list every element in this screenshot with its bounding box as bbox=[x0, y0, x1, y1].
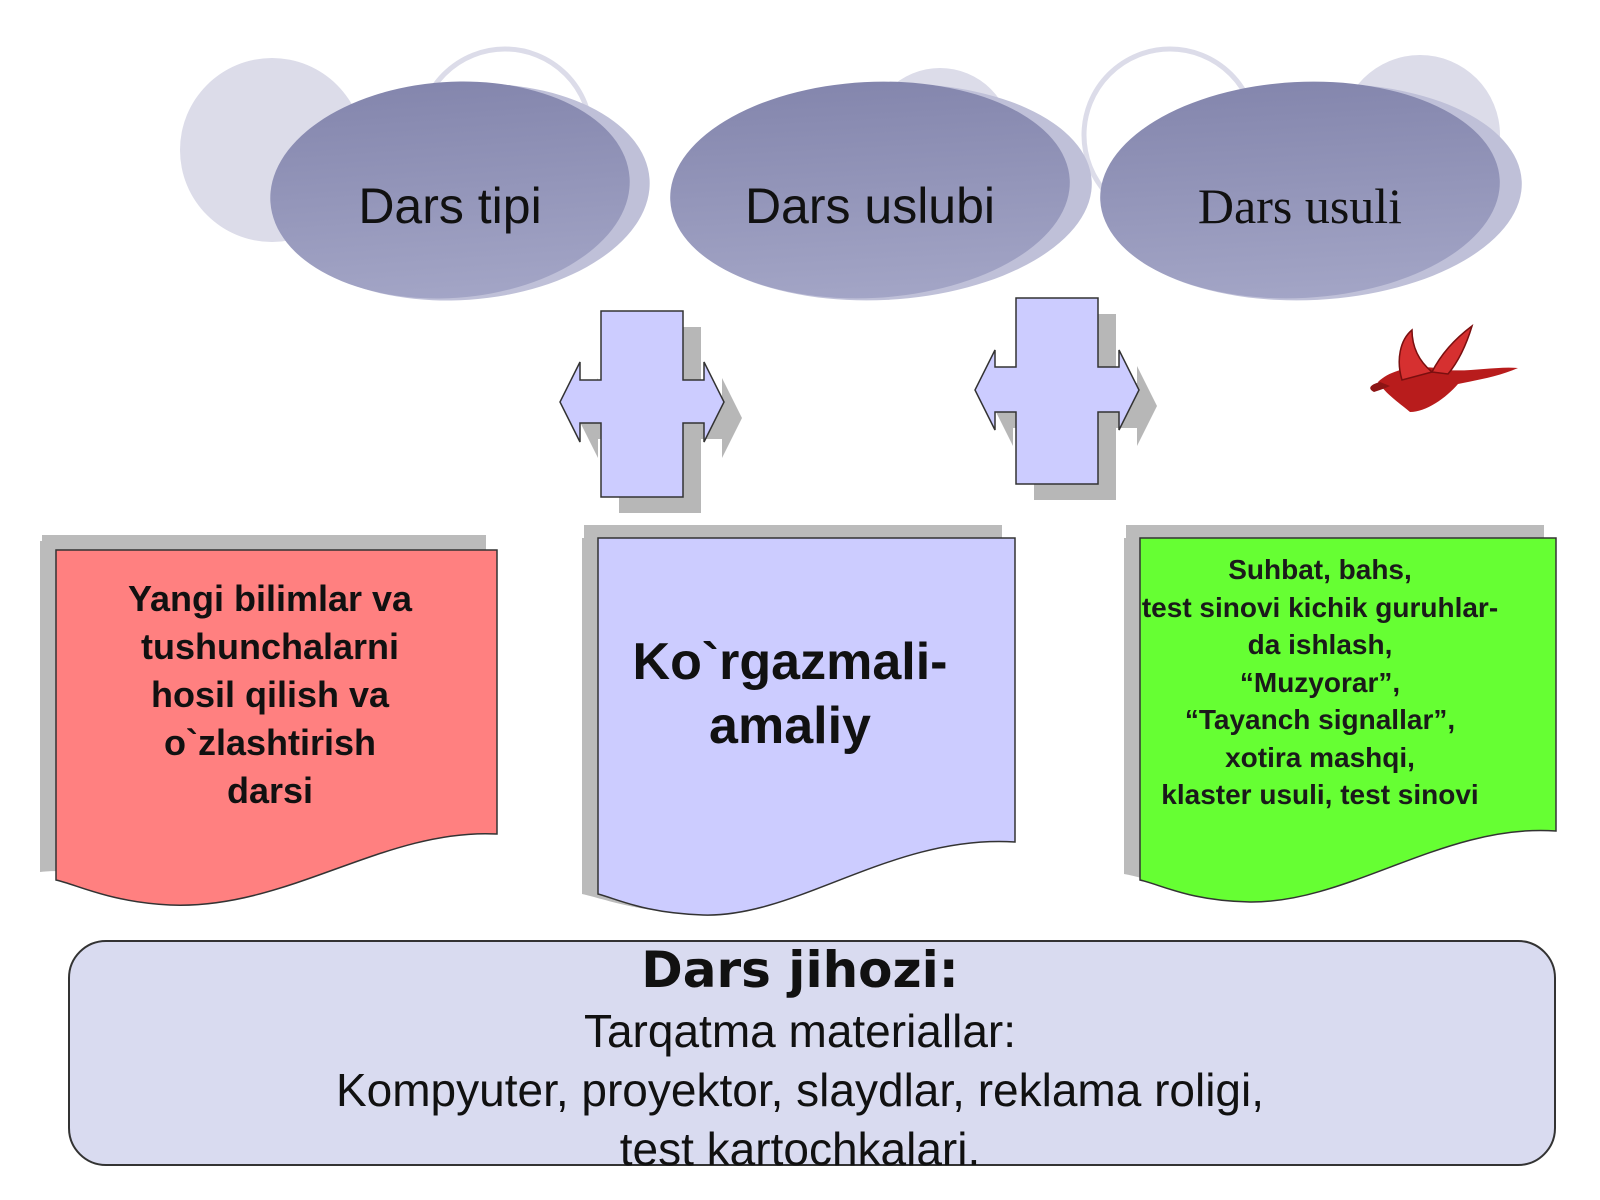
oval-dars-usuli bbox=[1100, 81, 1522, 301]
equipment-box bbox=[68, 940, 1556, 1166]
equipment-title: Dars jihozi: bbox=[641, 941, 959, 999]
lesson-type-text: Yangi bilimlar va tushunchalarni hosil q… bbox=[60, 575, 480, 815]
lesson-type-line: darsi bbox=[226, 770, 314, 811]
lesson-method-line: test sinovi kichik guruhlar- bbox=[1141, 591, 1499, 623]
document-shape-middle bbox=[582, 525, 1016, 916]
lesson-style-line: Ko`rgazmali- bbox=[632, 633, 948, 691]
lesson-type-line: Yangi bilimlar va bbox=[127, 578, 413, 619]
cross-arrow-icon bbox=[559, 310, 742, 513]
document-shape-right bbox=[1124, 525, 1557, 903]
lesson-method-line: xotira mashqi, bbox=[1225, 741, 1415, 773]
lesson-style-text: Ko`rgazmali- amaliy bbox=[590, 630, 990, 758]
equipment-line: Kompyuter, proyektor, slaydlar, reklama … bbox=[335, 1064, 1265, 1116]
lesson-type-line: o`zlashtirish bbox=[163, 722, 377, 763]
document-shape-left bbox=[40, 535, 498, 906]
oval-label-dars-uslubi: Dars uslubi bbox=[744, 178, 996, 234]
lesson-method-line: “Tayanch signallar”, bbox=[1184, 704, 1456, 735]
lesson-type-line: tushunchalarni bbox=[140, 626, 400, 667]
equipment-line: Tarqatma materiallar: bbox=[583, 1005, 1017, 1057]
oval-dars-tipi bbox=[270, 81, 650, 301]
lesson-method-line: “Muzyorar”, bbox=[1239, 666, 1401, 698]
oval-dars-uslubi bbox=[670, 81, 1092, 301]
lesson-type-line: hosil qilish va bbox=[150, 674, 390, 715]
lesson-method-line: da ishlash, bbox=[1247, 629, 1393, 660]
cross-arrow-icon bbox=[974, 297, 1157, 500]
lesson-method-text: Suhbat, bahs, test sinovi kichik guruhla… bbox=[1120, 551, 1520, 814]
lesson-method-line: Suhbat, bahs, bbox=[1228, 554, 1412, 585]
equipment-line: test kartochkalari. bbox=[619, 1123, 981, 1175]
red-dragon-icon bbox=[1370, 324, 1518, 412]
lesson-style-line: amaliy bbox=[709, 697, 871, 755]
oval-label-dars-usuli: Dars usuli bbox=[1197, 178, 1403, 234]
lesson-method-line: klaster usuli, test sinovi bbox=[1161, 779, 1479, 810]
oval-label-dars-tipi: Dars tipi bbox=[358, 178, 542, 234]
